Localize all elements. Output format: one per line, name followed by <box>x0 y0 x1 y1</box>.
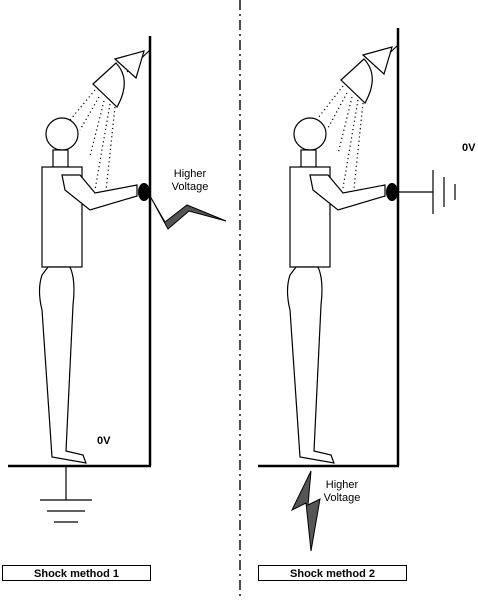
contact-point <box>138 183 150 201</box>
zero-volt-label: 0V <box>97 435 111 447</box>
panel-2: 0V Higher Voltage <box>258 28 476 552</box>
contact-point <box>386 183 398 201</box>
person-figure <box>286 117 386 464</box>
shower-head-icon <box>340 44 399 104</box>
person-figure <box>38 117 138 464</box>
lightning-bolt-icon <box>149 195 227 230</box>
higher-voltage-label-line1: Higher <box>326 479 359 491</box>
ground-symbol-icon <box>398 170 456 214</box>
zero-volt-label: 0V <box>462 142 476 154</box>
shower-head-icon <box>92 49 151 108</box>
water-spray <box>69 89 116 201</box>
panel-1: Higher Voltage 0V <box>8 36 227 523</box>
higher-voltage-label-line1: Higher <box>174 168 207 180</box>
water-spray <box>317 85 364 199</box>
ground-symbol-icon <box>40 467 92 523</box>
lightning-bolt-icon <box>290 470 321 552</box>
caption-panel-1: Shock method 1 <box>2 565 151 581</box>
higher-voltage-label-line2: Voltage <box>324 492 361 504</box>
higher-voltage-label-line2: Voltage <box>172 181 209 193</box>
caption-panel-2: Shock method 2 <box>258 565 407 581</box>
